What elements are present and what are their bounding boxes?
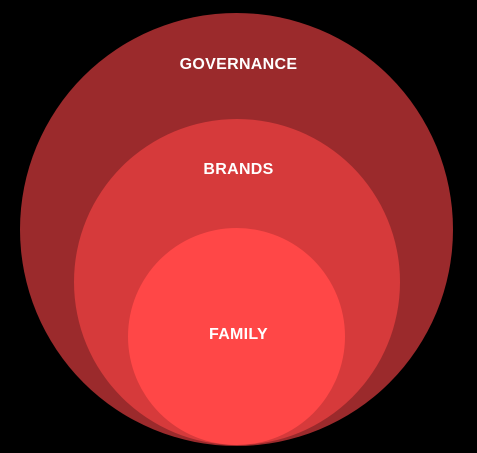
family-circle — [128, 228, 345, 445]
family-label: FAMILY — [209, 326, 268, 343]
brands-label: BRANDS — [203, 161, 274, 178]
governance-label: GOVERNANCE — [179, 56, 298, 73]
